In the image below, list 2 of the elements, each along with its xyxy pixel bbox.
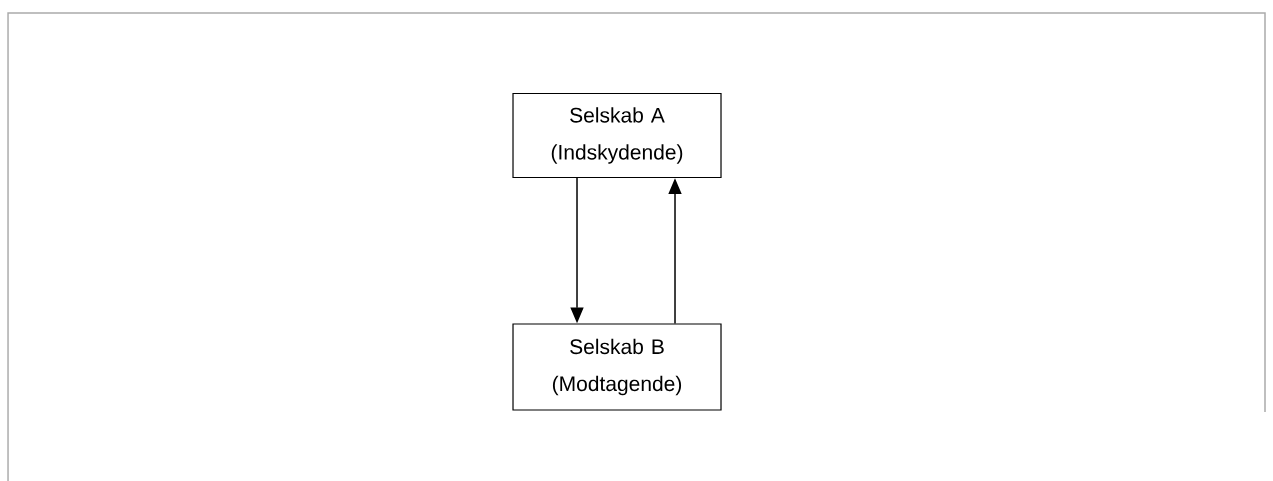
process-box: Selskab B (Modtagende) <box>512 323 722 411</box>
process-box: Selskab A (Indskydende) <box>512 92 722 179</box>
